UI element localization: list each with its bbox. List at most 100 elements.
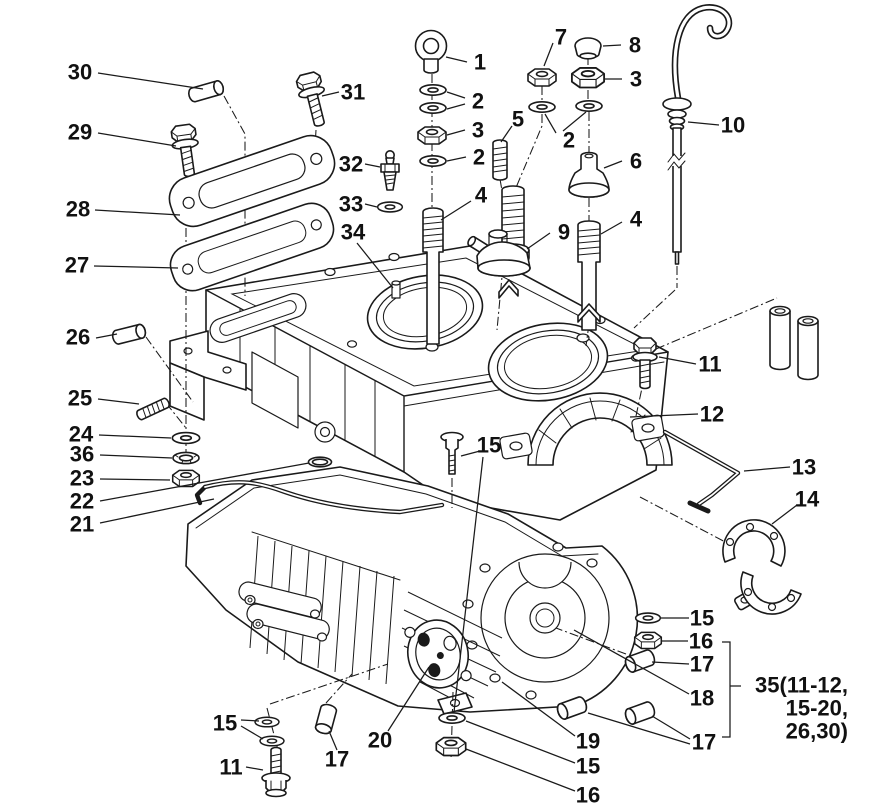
break-mark xyxy=(498,279,519,299)
callout-label-15-42: 15 xyxy=(213,711,237,736)
tappet-cover-gasket-27 xyxy=(169,202,335,292)
callout-label-26-4: 26 xyxy=(66,325,90,350)
callout-label-12-30: 12 xyxy=(700,402,724,427)
bushing-17c xyxy=(622,699,658,727)
callout-label-27-3: 27 xyxy=(65,253,89,278)
bearing-shell-lower-14 xyxy=(734,571,802,615)
callout-label-13-31: 13 xyxy=(792,455,816,480)
callout-label-32-12: 32 xyxy=(339,152,363,177)
callout-label-16-41: 16 xyxy=(576,783,600,808)
callout-label-2-16: 2 xyxy=(472,89,484,114)
washer-2b xyxy=(419,102,447,114)
bearing-end-face xyxy=(462,542,610,700)
dowel-sleeve-a xyxy=(769,305,791,371)
callout-label-24-6: 24 xyxy=(69,422,94,447)
bearing-shell-upper-14 xyxy=(722,519,786,567)
callout-label-6-25: 6 xyxy=(630,149,642,174)
group-bracket-35 xyxy=(722,641,741,738)
tappet-chamber-opening xyxy=(209,293,307,343)
callout-label-28-2: 28 xyxy=(66,197,90,222)
washer-2e xyxy=(575,100,603,112)
pin-26 xyxy=(111,323,147,345)
stud-4a xyxy=(422,207,444,345)
callout-label-34-14: 34 xyxy=(341,220,366,245)
callout-label-20-44: 20 xyxy=(368,728,392,753)
lock-washer-36 xyxy=(172,451,200,465)
group-note-line-0: 35(11-12, xyxy=(755,673,848,698)
callout-label-4-27: 4 xyxy=(630,207,643,232)
callout-label-14-32: 14 xyxy=(795,487,820,512)
stud-4b xyxy=(577,220,601,331)
nut-16-bottom xyxy=(435,736,467,757)
callout-label-16-35: 16 xyxy=(689,629,713,654)
retainer-wire-13 xyxy=(662,429,741,514)
callout-label-31-11: 31 xyxy=(341,80,365,105)
nut-7 xyxy=(527,68,557,87)
stud-5 xyxy=(492,139,508,181)
callout-label-17-43: 17 xyxy=(325,747,349,772)
nut-3a xyxy=(417,126,447,145)
washer-33 xyxy=(376,201,404,213)
callout-label-10-28: 10 xyxy=(721,113,745,138)
eye-bolt-1 xyxy=(414,29,448,74)
group-note-35: 35(11-12,15-20,26,30) xyxy=(755,673,848,744)
main-bearing-arch xyxy=(499,392,673,466)
washer-15-right xyxy=(634,612,662,624)
callout-label-11-29: 11 xyxy=(698,352,721,377)
pin-30 xyxy=(188,80,225,103)
breather-pipe-21 xyxy=(194,480,445,515)
bushing-17-left xyxy=(313,702,339,736)
callout-label-18-37: 18 xyxy=(690,686,714,711)
callout-label-36-7: 36 xyxy=(70,442,94,467)
callout-label-17-38: 17 xyxy=(692,730,716,755)
flange-bolt-11-bottom xyxy=(261,746,291,798)
callout-label-11-45: 11 xyxy=(219,755,242,780)
callout-label-2-24: 2 xyxy=(563,128,575,153)
callout-label-17-36: 17 xyxy=(690,652,714,677)
callout-label-21-10: 21 xyxy=(70,512,94,537)
oil-pump-cover xyxy=(404,619,472,689)
callout-label-15-33: 15 xyxy=(477,433,501,458)
callout-label-15-40: 15 xyxy=(576,754,600,779)
callout-label-19-39: 19 xyxy=(576,729,600,754)
callout-label-4-19: 4 xyxy=(475,183,488,208)
oil-filler-neck-9 xyxy=(467,229,531,277)
o-ring-22 xyxy=(307,456,333,468)
washer-2a xyxy=(419,84,447,96)
washer-15-left-b xyxy=(259,735,285,747)
group-note-line-1: 15-20, xyxy=(786,696,848,721)
grease-fitting-32 xyxy=(380,150,400,191)
cap-bolt-15-center xyxy=(440,431,464,475)
callout-label-33-13: 33 xyxy=(339,192,363,217)
callout-label-15-34: 15 xyxy=(690,606,714,631)
washer-15-left-a xyxy=(254,716,280,728)
deck-dowel-pin-34 xyxy=(391,280,401,299)
dowel-sleeve-b xyxy=(797,315,819,381)
nut-3b xyxy=(570,67,606,89)
leader-lines xyxy=(93,42,798,792)
flange-bolt-31 xyxy=(295,71,326,127)
callout-label-23-8: 23 xyxy=(70,466,94,491)
callout-label-3-17: 3 xyxy=(472,118,484,143)
callout-label-25-5: 25 xyxy=(68,386,92,411)
callout-label-29-1: 29 xyxy=(68,120,92,145)
washer-2c xyxy=(419,155,447,167)
tappet-cover-28 xyxy=(168,134,336,228)
callout-label-9-26: 9 xyxy=(558,220,570,245)
callout-label-2-18: 2 xyxy=(473,145,485,170)
callout-label-7-21: 7 xyxy=(555,25,567,50)
flange-bolt-11a xyxy=(632,337,658,390)
callout-label-22-9: 22 xyxy=(70,489,94,514)
mount-6 xyxy=(568,151,610,198)
washer-15-bottom xyxy=(438,711,466,725)
upper-crankcase-block xyxy=(169,245,673,521)
washer-24 xyxy=(171,431,201,445)
dipstick-10 xyxy=(662,4,733,265)
callout-label-1-15: 1 xyxy=(474,50,486,75)
stud-25 xyxy=(136,397,170,421)
washer-2d xyxy=(528,101,556,113)
cylinder-bore-2 xyxy=(487,322,609,402)
nut-16-right xyxy=(633,631,663,650)
